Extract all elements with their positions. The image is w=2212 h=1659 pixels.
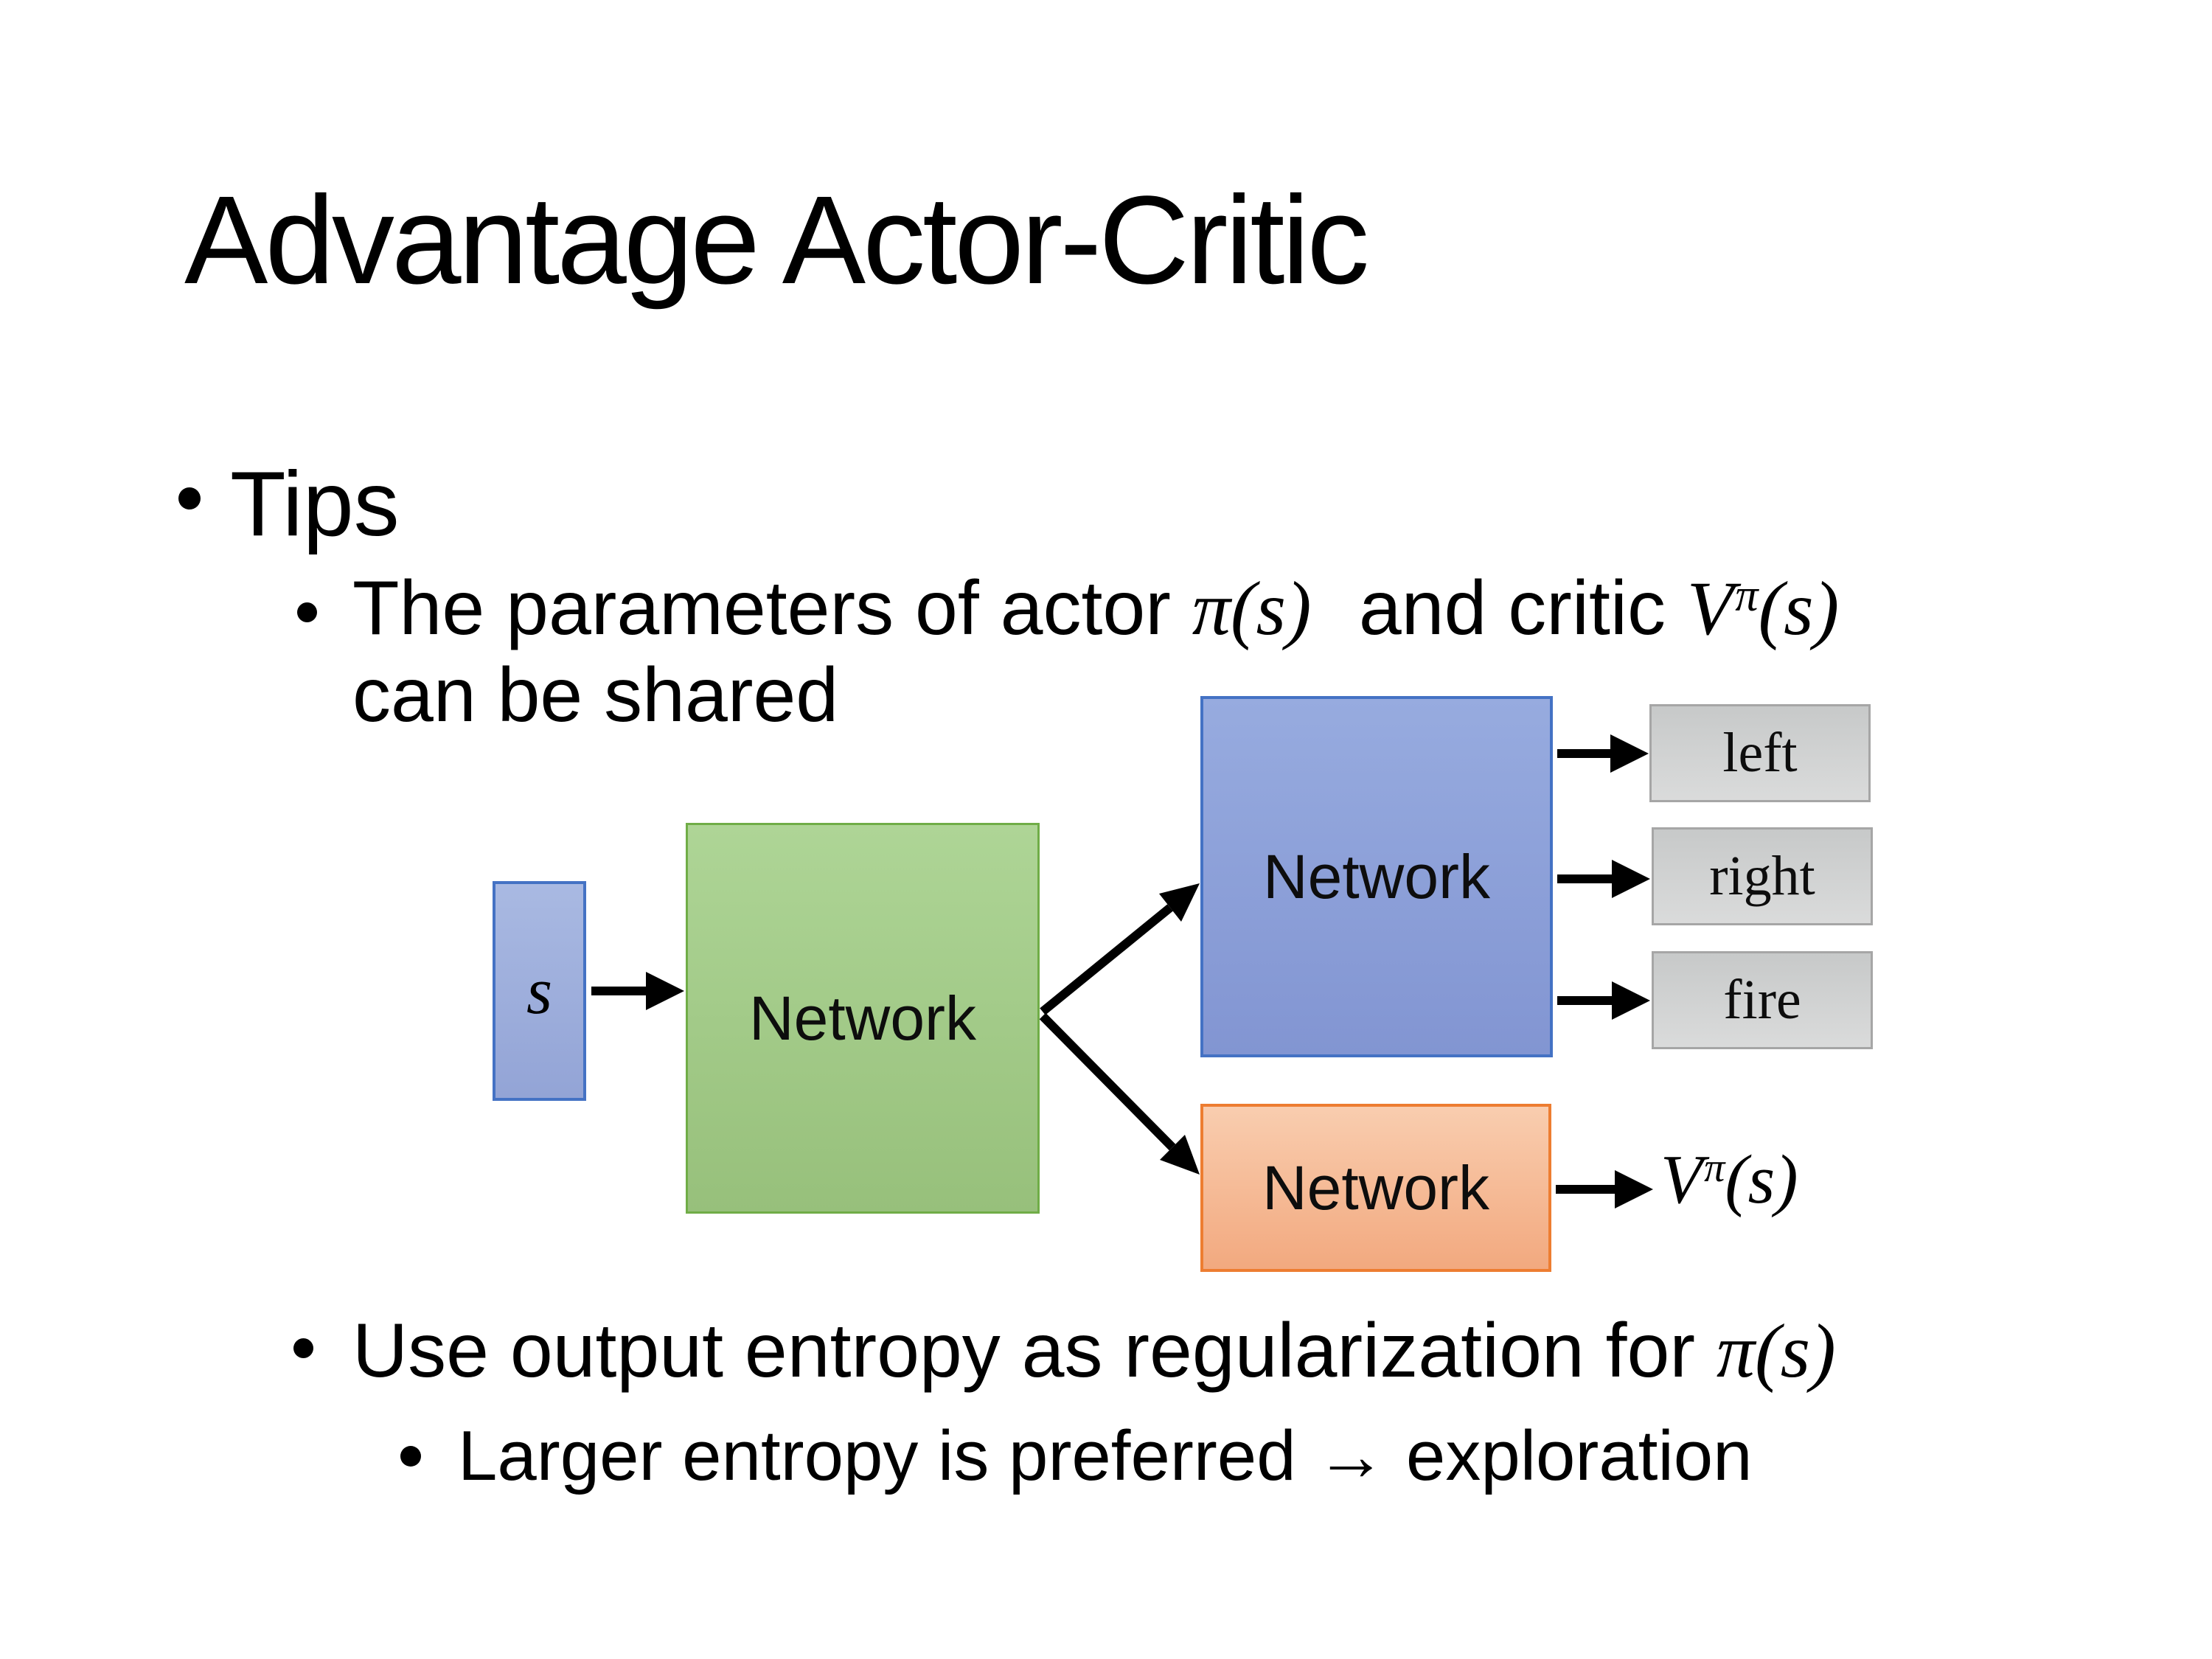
bullet-entropy: Use output entropy as regularization for… [352,1307,1836,1395]
bullet-exploration: Larger entropy is preferred → exploratio… [458,1416,1753,1495]
bullet-params: The parameters of actor π(s) and critic … [352,566,1839,739]
bullet-dot-params [297,602,317,622]
shared-network-label: Network [748,983,977,1053]
critic-network-box: Network [1200,1104,1551,1272]
v-args: (s) [1758,566,1840,651]
bullet-dot-entropy [293,1338,313,1358]
arrow-actor-to-fire-icon [1557,981,1650,1020]
bullet-dot-tips [178,487,201,509]
params-lead-text: The parameters of actor [352,566,1192,651]
bullet-params-line2: can be shared [352,652,839,738]
entropy-pi-s-math: π(s) [1716,1309,1836,1394]
arrow-critic-to-value-icon [1556,1170,1653,1208]
entropy-lead-text: Use output entropy as regularization for [352,1308,1717,1394]
value-base: V [1660,1141,1703,1218]
v-base: V [1686,566,1734,651]
critic-network-label: Network [1262,1152,1490,1222]
value-args: (s) [1725,1141,1798,1218]
bullet-tips: Tips [230,453,400,555]
actor-network-label: Network [1262,841,1491,911]
action-label-right: right [1709,845,1815,907]
actor-network-box: Network [1200,696,1553,1057]
action-label-fire: fire [1723,969,1801,1031]
shared-network-box: Network [686,823,1040,1214]
arrow-shared-to-actor-icon [1040,883,1200,1015]
state-box: s [493,881,586,1101]
slide-title: Advantage Actor-Critic [184,170,1369,310]
arrow-actor-to-left-icon [1557,734,1649,773]
action-label-left: left [1722,722,1798,784]
action-box-right: right [1652,827,1873,925]
pi-s-math: π(s) [1192,566,1312,651]
v-pi-s-math: Vπ(s) [1687,566,1839,651]
action-box-fire: fire [1652,951,1873,1049]
v-superscript: π [1735,569,1759,621]
bullet-dot-exploration [400,1446,421,1467]
params-mid-text: and critic [1337,566,1687,651]
bullet-params-line1: The parameters of actor π(s) and critic … [352,566,1839,653]
action-box-left: left [1649,704,1871,802]
arrow-shared-to-critic-icon [1039,1012,1200,1175]
state-label: s [526,954,553,1028]
value-superscript: π [1704,1144,1725,1191]
arrow-actor-to-right-icon [1557,860,1650,898]
value-output-label: Vπ(s) [1660,1140,1798,1220]
arrow-state-to-shared-icon [591,972,684,1010]
